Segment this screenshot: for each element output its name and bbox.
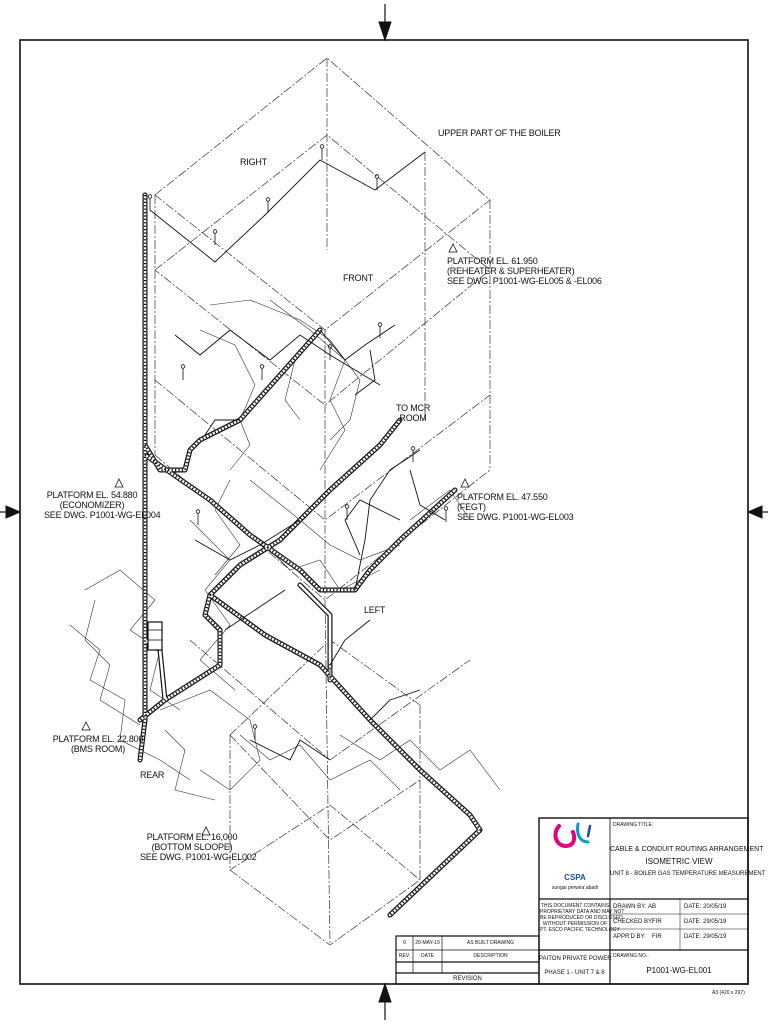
revision-number: 0 [403, 940, 406, 946]
approved-by-label: APPR'D BY: [613, 934, 646, 940]
checked-by-value: FIR [652, 919, 662, 925]
centering-arrow-bottom [378, 982, 392, 1020]
revision-description: AS BUILT DRAWING [466, 940, 515, 946]
approved-date-label: DATE: [684, 934, 702, 940]
structure-lines [69, 299, 501, 801]
platform-el-54880-label: PLATFORM EL. 54.880 (ECONOMIZER) SEE DWG… [44, 490, 161, 520]
project-phase: PHASE 1 - UNIT 7 & 8 [544, 970, 605, 976]
rear-side-label: REAR [140, 770, 165, 780]
revision-date: 20-MAY-19 [415, 940, 440, 946]
approved-date-value: 29/05/19 [703, 934, 727, 940]
front-side-label: FRONT [343, 273, 373, 283]
cable-tray-routing [137, 192, 483, 918]
checked-date-label: DATE: [684, 919, 702, 925]
checked-date-value: 29/05/19 [703, 919, 727, 925]
revision-col-date: DATE [421, 953, 434, 959]
platform-el-61950-label: PLATFORM EL. 61.950 (REHEATER & SUPERHEA… [447, 256, 602, 286]
centering-arrow-top [378, 4, 392, 42]
upper-part-label: UPPER PART OF THE BOILER [438, 128, 561, 138]
drawing-number-label: DRAWING NO.: [613, 953, 649, 959]
revision-col-description: DESCRIPTION [473, 953, 508, 959]
drawn-date-value: 20/05/19 [703, 904, 727, 910]
drawn-date-label: DATE: [684, 904, 702, 910]
drawing-number: P1001-WG-EL001 [646, 966, 712, 975]
checked-by-label: CHECKED BY: [613, 919, 654, 925]
boiler-outline [154, 57, 491, 946]
drawing-title-label: DRAWING TITLE: [613, 822, 654, 828]
platform-el-16000-label: PLATFORM EL. 16,000 (BOTTOM SLOOPE) SEE … [140, 832, 257, 862]
right-side-label: RIGHT [240, 157, 267, 167]
drawing-title-line-2: ISOMETRIC VIEW [645, 857, 713, 866]
drawn-by-value: AB [648, 904, 657, 910]
approved-by-value: FIR [652, 934, 662, 940]
company-logo-subtext: sungai perwira abadi [551, 885, 599, 891]
centering-arrow-left [0, 505, 22, 519]
sheet-size-note: A3 (420 x 297) [712, 990, 745, 996]
revision-col-rev: REV. [398, 953, 411, 959]
proprietary-notice: THIS DOCUMENT CONTAINS PROPRIETARY DATA … [540, 903, 625, 933]
platform-el-47550-label: PLATFORM EL. 47.550 (FEGT) SEE DWG. P100… [457, 492, 574, 522]
drawn-by-label: DRAWN BY: [613, 904, 647, 910]
company-logo-text: CSPA [564, 873, 586, 882]
left-side-label: LEFT [364, 605, 386, 615]
revision-footer: REVISION [453, 976, 482, 982]
project-name: PAITON PRIVATE POWER [539, 956, 612, 962]
elevation-markers [81, 243, 470, 836]
platform-el-22800-label: PLATFORM EL. 22.800 (BMS ROOM) [52, 734, 144, 754]
company-logo-icon [553, 822, 592, 849]
drawing-title-line-1: CABLE & CONDUIT ROUTING ARRANGEMENT [610, 846, 764, 853]
conduit-lines [149, 151, 446, 761]
drawing-title-line-3: UNIT 8 - BOILER GAS TEMPERATURE MEASUREM… [610, 871, 766, 877]
centering-arrow-right [746, 505, 768, 519]
title-block-frame [395, 817, 749, 985]
